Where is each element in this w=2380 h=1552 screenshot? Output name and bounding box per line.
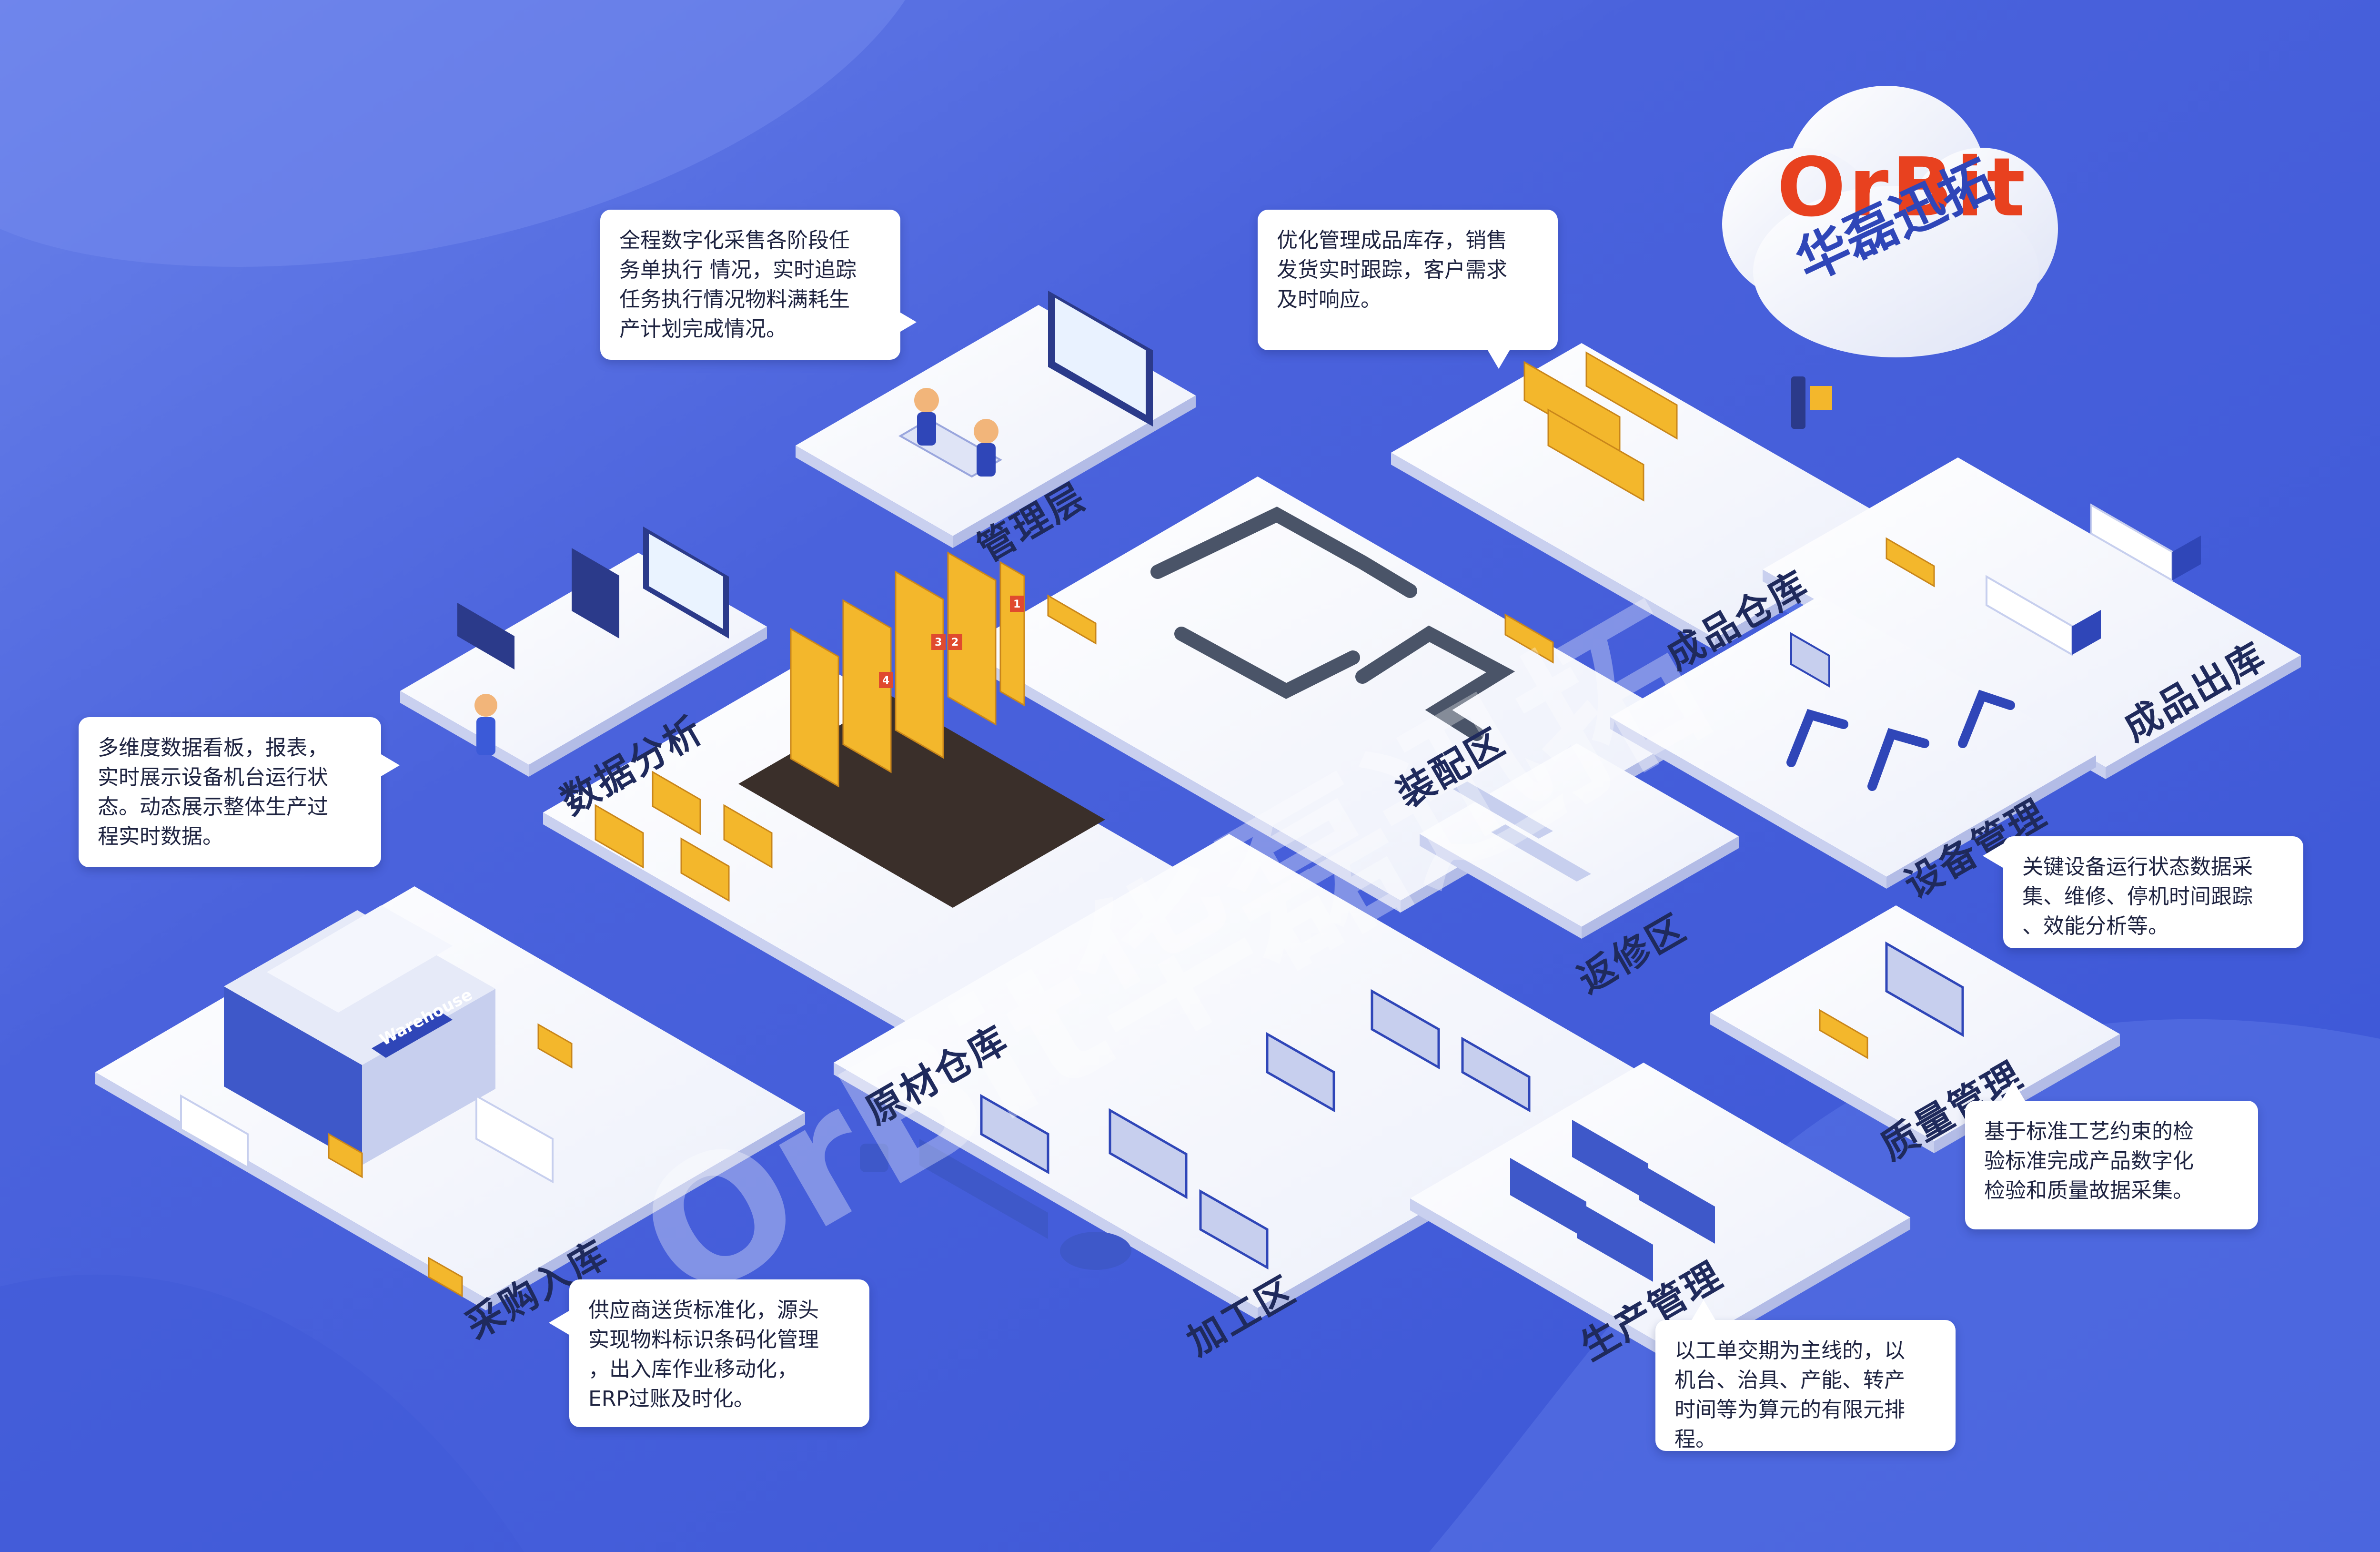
logo-orbit: OrBit <box>1777 141 2028 235</box>
callout-tail <box>379 753 400 778</box>
callout-line: 全程数字化采售各阶段任 <box>619 228 850 253</box>
callout-line: 供应商送货标准化，源头 <box>588 1298 819 1322</box>
callout-line: 任务执行情况物料满耗生 <box>619 287 850 312</box>
rack-number-3: 3 <box>935 637 942 649</box>
callout-line: 、效能分析等。 <box>2022 914 2169 938</box>
callout-line: 关键设备运行状态数据采 <box>2022 855 2253 879</box>
callout-tail <box>896 310 917 335</box>
callout-line: 集、维修、停机时间跟踪 <box>2022 884 2253 909</box>
callout-finished: 优化管理成品库存，销售 发货实时跟踪，客户需求 及时响应。 <box>1258 210 1558 350</box>
callout-tail <box>2001 1081 2026 1102</box>
rack-number-1: 1 <box>1013 598 1020 610</box>
logo-cloud <box>1722 86 2058 357</box>
rack-number-4: 4 <box>882 675 889 687</box>
callout-supplier: 供应商送货标准化，源头 实现物料标识条码化管理 ，出入库作业移动化， ERP过账… <box>569 1279 869 1427</box>
callout-tail <box>1983 843 2004 868</box>
callout-line: ，出入库作业移动化， <box>588 1357 798 1381</box>
callout-quality: 基于标准工艺约束的检 验标准完成产品数字化 检验和质量故据采集。 <box>1965 1101 2258 1229</box>
callout-production: 以工单交期为主线的，以 机台、治具、产能、转产 时间等为算元的有限元排 程。 <box>1655 1320 1956 1451</box>
callout-line: 产计划完成情况。 <box>619 317 787 341</box>
callout-line: 及时响应。 <box>1277 287 1382 312</box>
callout-line: 时间等为算元的有限元排 <box>1674 1398 1905 1422</box>
callout-line: 以工单交期为主线的，以 <box>1674 1339 1905 1363</box>
callout-line: 机台、治具、产能、转产 <box>1674 1368 1905 1392</box>
callout-line: 程实时数据。 <box>98 824 223 849</box>
callout-line: ERP过账及时化。 <box>588 1387 755 1411</box>
callout-tail <box>549 1310 570 1335</box>
callout-line: 基于标准工艺约束的检 <box>1984 1119 2194 1144</box>
callout-line: 态。动态展示整体生产过 <box>98 795 328 819</box>
callout-line: 务单执行 情况，实时追踪 <box>619 258 857 282</box>
callout-tail <box>1691 1300 1716 1321</box>
callout-equipment: 关键设备运行状态数据采 集、维修、停机时间跟踪 、效能分析等。 <box>2003 836 2303 948</box>
rack-number-2: 2 <box>951 637 958 649</box>
callout-line: 检验和质量故据采集。 <box>1984 1178 2194 1203</box>
callout-line: 实时展示设备机台运行状 <box>98 765 328 790</box>
callout-line: 程。 <box>1674 1427 1716 1451</box>
callout-line: 发货实时跟踪，客户需求 <box>1277 258 1507 282</box>
callout-line: 优化管理成品库存，销售 <box>1277 228 1507 253</box>
callout-management: 全程数字化采售各阶段任 务单执行 情况，实时追踪 任务执行情况物料满耗生 产计划… <box>600 210 900 360</box>
callout-line: 实现物料标识条码化管理 <box>588 1328 819 1352</box>
callout-tail <box>1486 348 1511 369</box>
callout-data: 多维度数据看板，报表， 实时展示设备机台运行状 态。动态展示整体生产过 程实时数… <box>79 717 381 867</box>
callout-line: 多维度数据看板，报表， <box>98 736 328 760</box>
callout-line: 验标准完成产品数字化 <box>1984 1149 2194 1173</box>
